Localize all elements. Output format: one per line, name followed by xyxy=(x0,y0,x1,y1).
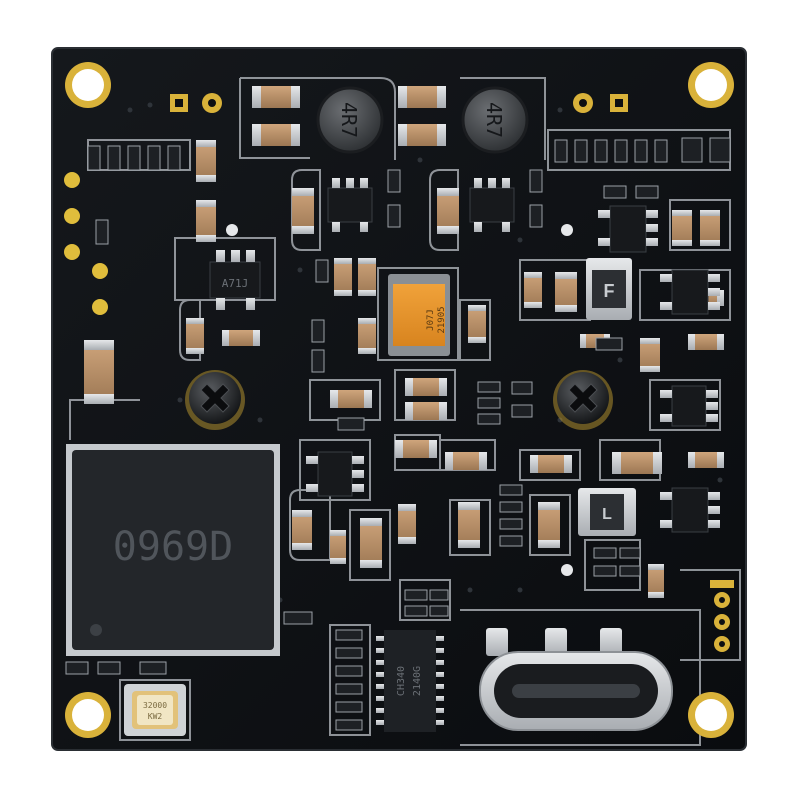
mounting-hole-icon xyxy=(65,692,111,738)
phillips-screw-icon xyxy=(553,370,613,430)
tantalum-capacitor: J07J 21905 xyxy=(388,274,450,356)
power-inductor-bottom-marking: L xyxy=(602,506,612,523)
via-white xyxy=(561,564,573,576)
power-inductor-top-marking: F xyxy=(604,281,615,301)
tantalum-marking-2: 21905 xyxy=(437,306,447,333)
power-inductor-bottom: L xyxy=(578,488,636,536)
mounting-hole-icon xyxy=(688,62,734,108)
power-inductor-top: F xyxy=(586,258,632,320)
inductor-right-marking: 4R7 xyxy=(482,102,506,138)
usb-bridge-chip: CH340 2140G xyxy=(376,630,444,732)
inductor-right: 4R7 xyxy=(461,86,529,154)
main-chip: 0969D xyxy=(66,444,280,656)
crystal-marking-1: 32000 xyxy=(143,701,167,710)
phillips-screw-icon xyxy=(185,370,245,430)
resistors xyxy=(65,137,731,731)
inductor-left-marking: 4R7 xyxy=(337,102,361,138)
crystal-oscillator: 32000 KW2 xyxy=(124,684,186,736)
tssop-marking-2: 2140G xyxy=(412,666,423,696)
via-white xyxy=(226,224,238,236)
sot-ics: A71J xyxy=(209,178,720,533)
tantalum-marking-1: J07J xyxy=(426,309,436,331)
header-pins xyxy=(710,580,734,652)
mounting-hole-icon xyxy=(65,62,111,108)
crystal-marking-2: KW2 xyxy=(148,712,163,721)
tssop-marking-1: CH340 xyxy=(396,666,407,696)
capacitors xyxy=(222,86,724,474)
chip-pin1-dot xyxy=(90,624,102,636)
pcb-traces xyxy=(69,77,741,746)
mounting-hole-icon xyxy=(688,692,734,738)
inductor-left: 4R7 xyxy=(316,86,384,154)
via-white xyxy=(561,224,573,236)
test-pads-left xyxy=(64,172,108,315)
sot-top-left-marking: A71J xyxy=(222,277,249,290)
main-chip-marking: 0969D xyxy=(113,524,233,570)
capacitors-vertical xyxy=(84,140,720,598)
usb-c-connector-icon[interactable] xyxy=(479,628,673,731)
